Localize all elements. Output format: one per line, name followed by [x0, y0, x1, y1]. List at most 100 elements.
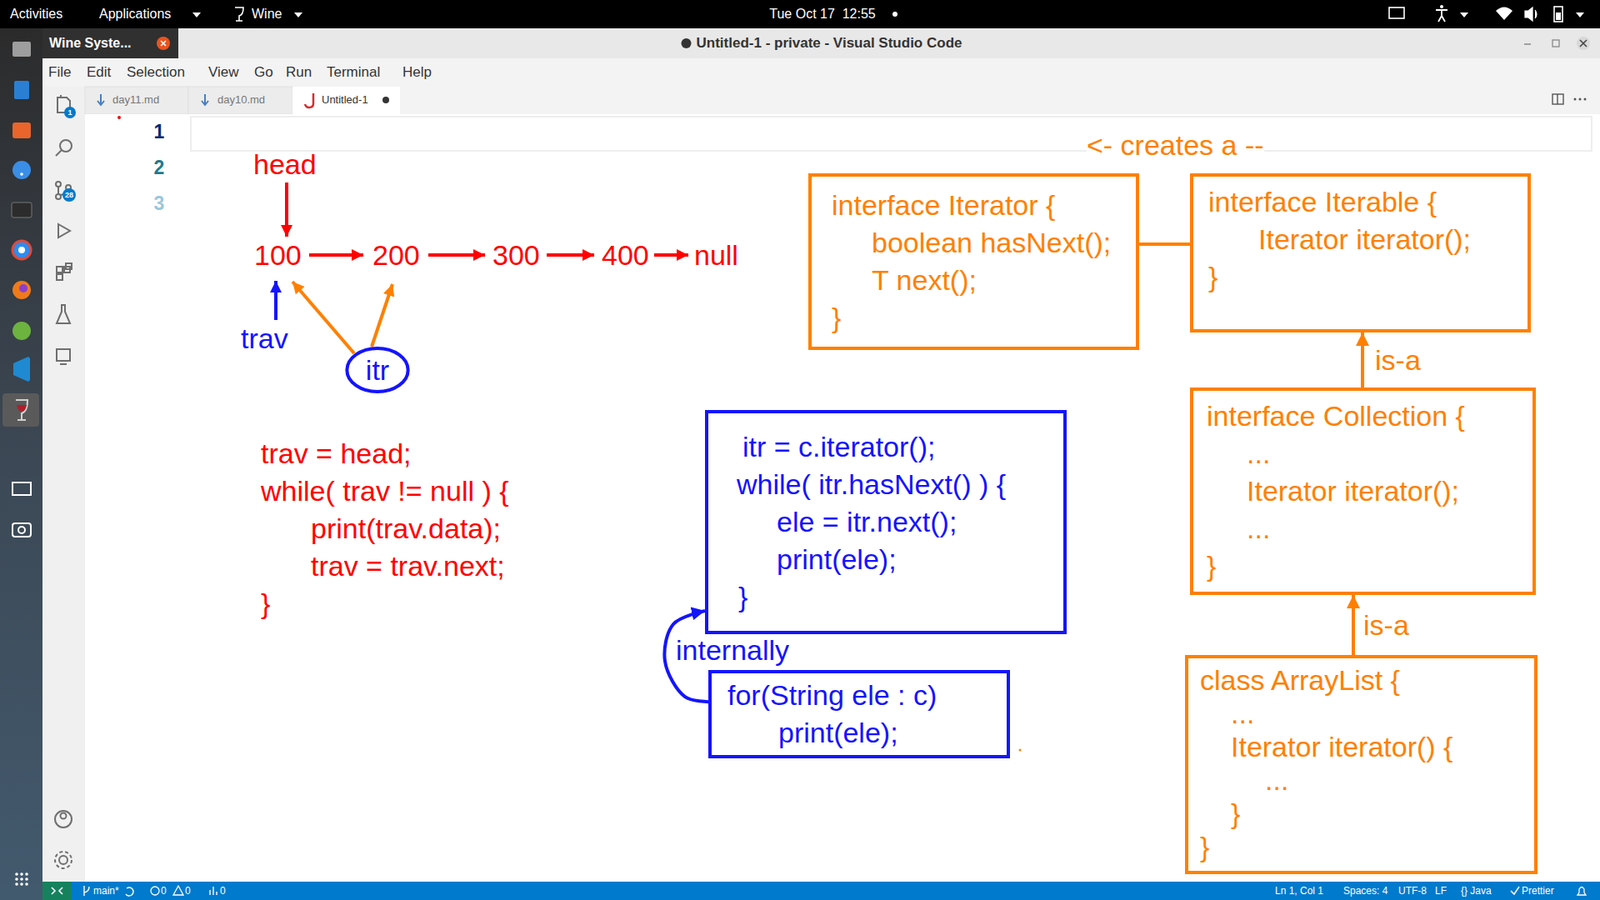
code-line: }	[1208, 258, 1515, 296]
menu-item: Selection	[126, 64, 185, 81]
list-value: 300	[492, 238, 540, 273]
menu-button: Applications	[99, 5, 171, 22]
stray-dot	[1019, 749, 1022, 752]
next-arrow	[428, 253, 485, 257]
status-count: 0	[220, 885, 226, 897]
window-title: Untitled-1 - private - Visual Studio Cod…	[696, 35, 963, 52]
next-arrow	[546, 253, 595, 257]
help-icon	[20, 172, 24, 176]
menu-item: Go	[254, 64, 274, 81]
interface-box: interface Collection {...Iterator iterat…	[1190, 387, 1536, 595]
menu-item: File	[48, 64, 71, 81]
dropdown-icon	[192, 12, 201, 18]
unsaved-dot	[681, 38, 692, 49]
iterator-circle: itr	[345, 345, 410, 395]
menu-item: Edit	[86, 64, 111, 81]
minimize-button	[1524, 43, 1531, 45]
branch-name: main*	[93, 885, 120, 897]
firefox-icon	[19, 284, 28, 293]
vscode-icon	[13, 356, 30, 382]
code-line: }	[738, 578, 1050, 616]
top-bar-text: Activities	[10, 5, 63, 22]
status-item: {} Java	[1460, 885, 1492, 897]
line-number: 2	[154, 156, 165, 180]
markdown-icon	[97, 94, 105, 105]
battery-icon	[1554, 6, 1563, 22]
app-grid-icon	[15, 872, 29, 886]
remote-indicator	[42, 881, 72, 900]
badge-count: 28	[65, 190, 74, 200]
code-line: for(String ele : c)	[727, 676, 994, 715]
tab	[188, 86, 293, 115]
code-line: interface Collection {	[1206, 397, 1520, 435]
menu-item: Help	[402, 64, 432, 81]
status-item: Ln 1, Col 1	[1275, 885, 1324, 897]
code-line: ...	[1265, 763, 1521, 797]
editor	[85, 114, 1600, 882]
bell-icon	[1577, 887, 1586, 896]
error-icon	[150, 886, 160, 895]
list-value: 200	[372, 238, 420, 273]
screen-icon	[1389, 7, 1405, 19]
association-line	[1139, 242, 1190, 246]
activity-icons	[55, 95, 72, 869]
tab-title: Untitled-1	[321, 93, 369, 107]
next-arrow	[309, 253, 364, 257]
close-button	[1580, 40, 1587, 47]
dirty-dot	[382, 96, 390, 104]
interface-box: interface Iterator {boolean hasNext();T …	[808, 173, 1140, 350]
screen-app-icon	[12, 482, 31, 495]
status-item: Spaces: 4	[1343, 885, 1388, 897]
close-button	[1576, 36, 1590, 50]
badge	[64, 106, 76, 119]
class-box: class ArrayList {...Iterator iterator() …	[1185, 655, 1538, 875]
code-line: Iterator iterator();	[1258, 220, 1515, 259]
notification-dot	[892, 11, 898, 17]
warning-icon	[173, 885, 184, 895]
node-label: itr	[365, 355, 390, 385]
trav-pointer-arrow	[274, 280, 278, 320]
camera-icon	[12, 523, 31, 537]
code-line: }	[1206, 547, 1520, 585]
code-line: Iterator iterator() {	[1230, 730, 1521, 764]
code-line: ...	[1246, 510, 1520, 548]
code-line: }	[260, 586, 270, 621]
code-line: }	[1230, 796, 1521, 830]
chrome-icon	[12, 240, 31, 260]
code-line: trav = head;	[260, 436, 412, 471]
camera-icon	[18, 526, 25, 534]
accessibility-icon	[1435, 10, 1448, 22]
code-line: print(ele);	[776, 540, 1050, 579]
split-editor-icon	[1552, 94, 1564, 105]
title-bar	[42, 28, 1600, 59]
help-icon	[12, 160, 31, 180]
chrome-icon	[18, 246, 25, 254]
menu-item: View	[208, 64, 240, 81]
tab-bar	[85, 86, 1600, 115]
inheritance-arrow	[1351, 595, 1355, 655]
writer-icon	[14, 80, 30, 100]
code-line: trav = trav.next;	[310, 549, 505, 584]
notification-title: Wine Syste...	[49, 35, 132, 51]
status-bar	[42, 881, 1600, 900]
list-value: null	[694, 238, 739, 273]
stray-dot	[117, 115, 121, 120]
code-line: interface Iterable {	[1208, 183, 1515, 221]
iterator-leader	[371, 284, 393, 347]
top-bar	[0, 0, 1600, 29]
app-menu: Wine	[251, 5, 282, 22]
branch-icon	[84, 885, 90, 896]
battery-icon	[1555, 12, 1561, 20]
remote-icon	[51, 887, 63, 895]
status-count: 0	[160, 885, 167, 897]
code-line: ele = itr.next();	[776, 503, 1050, 541]
code-line: interface Iterator {	[831, 186, 1123, 225]
code-line: ...	[1230, 696, 1521, 730]
code-line: }	[1200, 830, 1521, 864]
head-pointer-arrow	[285, 182, 289, 237]
list-value: 100	[254, 238, 302, 273]
code-line: class ArrayList {	[1200, 663, 1521, 697]
edge-label: is-a	[1361, 608, 1411, 643]
code-box: itr = c.iterator();while( itr.hasNext() …	[705, 410, 1067, 635]
circle-outline	[346, 348, 408, 392]
